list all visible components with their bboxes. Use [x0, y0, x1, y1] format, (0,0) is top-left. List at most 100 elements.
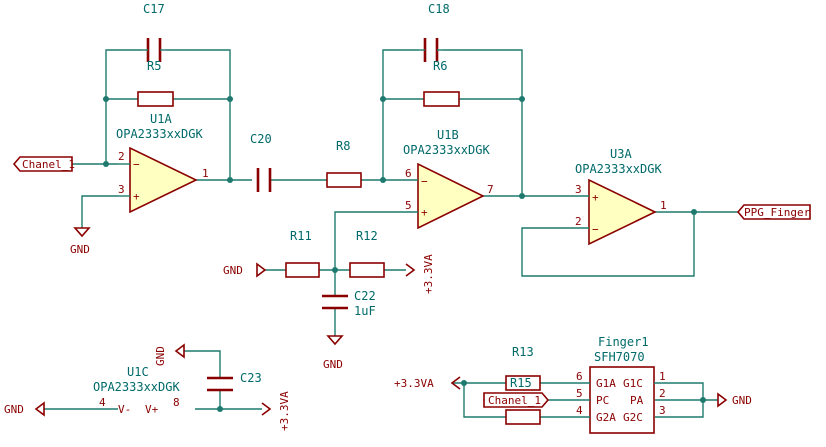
opamp-u1b: − + 6 5 7 U1B OPA2333xxDGK [395, 128, 494, 230]
ref-r13: R13 [512, 345, 534, 359]
finger-pin-3: 3 [659, 404, 666, 417]
ref-c22: C22 [354, 289, 376, 303]
value-u3a: OPA2333xxDGK [575, 162, 662, 176]
net-chanel1-left-text: Chanel_1 [22, 158, 75, 171]
opamp-u3a: + − 3 2 1 U3A OPA2333xxDGK [570, 147, 667, 246]
stage-u1c-power: U1C OPA2333xxDGK 4 V- V+ 8 C23 GND GND +… [4, 343, 291, 431]
value-u1b: OPA2333xxDGK [403, 143, 490, 157]
u1b-pin-5: 5 [405, 199, 412, 212]
ref-c17: C17 [143, 2, 165, 16]
resistor-r8: R8 [326, 139, 362, 188]
stage-u3a: + − 3 2 1 U3A OPA2333xxDGK PPG_Finger [521, 147, 811, 277]
finger-pin-5: 5 [576, 387, 583, 400]
u1b-pin-6: 6 [405, 167, 412, 180]
ref-u1b: U1B [437, 128, 459, 142]
v33-finger-text: +3.3VA [394, 377, 434, 390]
gnd-finger-text: GND [732, 394, 752, 407]
u1a-pin-3: 3 [118, 183, 125, 196]
value-u1a: OPA2333xxDGK [116, 127, 203, 141]
value-u1c: OPA2333xxDGK [93, 380, 180, 394]
u1a-pin-1: 1 [202, 167, 209, 180]
finger-pin-pa: PA [630, 394, 644, 407]
gnd-symbol-u1a: GND [70, 227, 91, 256]
u1c-pin-vplus: V+ [145, 403, 159, 416]
finger-pin-g2c: G2C [623, 411, 643, 424]
stage-u1b: C18 R6 − + 6 5 7 U1B OPA2333xxDGK [334, 2, 570, 270]
finger-pin-pc: PC [596, 394, 609, 407]
ref-r8: R8 [336, 139, 350, 153]
finger-pin-1: 1 [659, 370, 666, 383]
u3a-minus: − [592, 223, 599, 236]
gnd-c22-text: GND [323, 358, 343, 371]
capacitor-c20: C20 [250, 132, 272, 192]
net-label-chanel1-left: Chanel_1 [12, 156, 75, 172]
ref-r5: R5 [147, 59, 161, 73]
u1a-pin-2: 2 [118, 150, 125, 163]
ic-finger1: Finger1 SFH7070 6 5 4 G1A PC G2A G1C PA … [572, 335, 666, 434]
ref-u1c: U1C [127, 365, 149, 379]
ref-u1a: U1A [150, 112, 172, 126]
ref-r12: R12 [356, 229, 378, 243]
resistor-r11: R11 [285, 229, 320, 278]
power-symbol-u1c: +3.3VA [261, 391, 291, 431]
u1b-pin-7: 7 [487, 183, 494, 196]
finger-pin-g1c: G1C [623, 377, 643, 390]
gnd-symbol-r11: GND [223, 262, 267, 278]
net-chanel1-bottom-text: Chanel_1 [488, 394, 541, 407]
value-c22: 1uF [354, 304, 376, 318]
finger-pin-6: 6 [576, 370, 583, 383]
opamp-u1c: U1C OPA2333xxDGK 4 V- V+ 8 [93, 365, 180, 416]
gnd-symbol-c22: GND [323, 335, 344, 371]
finger-pin-4: 4 [576, 404, 583, 417]
ref-finger1: Finger1 [598, 335, 649, 349]
ref-c23: C23 [240, 371, 262, 385]
u3a-plus: + [592, 191, 599, 204]
ref-r6: R6 [433, 59, 447, 73]
ref-c18: C18 [428, 2, 450, 16]
gnd-r11-text: GND [223, 264, 243, 277]
u1a-plus: + [133, 190, 140, 203]
gnd-c23-text: GND [154, 346, 167, 366]
u3a-pin-3: 3 [575, 183, 582, 196]
u3a-pin-1: 1 [660, 199, 667, 212]
bias-network: R11 R12 C22 1uF GND +3.3VA GND [223, 229, 435, 371]
resistor-r12: R12 [349, 229, 385, 278]
u3a-pin-2: 2 [575, 215, 582, 228]
u1b-minus: − [421, 175, 428, 188]
gnd-u1c-text: GND [4, 403, 24, 416]
resistor-r6: R6 [423, 59, 460, 107]
v33-r12-text: +3.3VA [422, 254, 435, 294]
resistor-r5: R5 [137, 59, 174, 107]
net-label-chanel1-bottom: Chanel_1 [483, 392, 550, 408]
opamp-u1a: − + 2 3 1 U1A OPA2333xxDGK [116, 112, 209, 214]
ref-c20: C20 [250, 132, 272, 146]
u1b-plus: + [421, 206, 428, 219]
capacitor-c18: C18 [419, 2, 450, 62]
finger-pin-2: 2 [659, 387, 666, 400]
gnd-u1a-text: GND [70, 243, 90, 256]
ref-r11: R11 [290, 229, 312, 243]
sensor-finger1: R15 R13 Chanel_1 +3.3VA Finger1 SFH7070 … [394, 335, 752, 434]
v33-u1c-text: +3.3VA [278, 391, 291, 431]
finger-pin-g2a: G2A [596, 411, 616, 424]
resistor-bottom [505, 409, 541, 425]
u1c-pin-8: 8 [173, 396, 180, 409]
gnd-symbol-finger: GND [717, 392, 752, 408]
u1a-minus: − [133, 158, 140, 171]
capacitor-c23: C23 [207, 371, 262, 392]
capacitor-c17: C17 [142, 2, 166, 62]
finger-pin-g1a: G1A [596, 377, 616, 390]
ref-r15: R15 [510, 376, 532, 390]
net-label-ppg-finger: PPG_Finger [736, 204, 811, 220]
stage-u1a: C17 R5 − + 2 3 1 U1A OPA2333xxDGK Chanel… [12, 2, 252, 256]
gnd-symbol-u1c: GND [4, 401, 45, 417]
net-ppg-text: PPG_Finger [744, 206, 811, 219]
power-symbol-r12: +3.3VA [405, 254, 435, 294]
gnd-symbol-c23: GND [154, 343, 185, 366]
coupling-network: C20 R8 [250, 132, 395, 192]
u1c-pin-vminus: V- [118, 403, 131, 416]
ref-u3a: U3A [610, 147, 632, 161]
u1c-pin-4: 4 [99, 396, 106, 409]
power-symbol-finger: +3.3VA [394, 376, 461, 390]
